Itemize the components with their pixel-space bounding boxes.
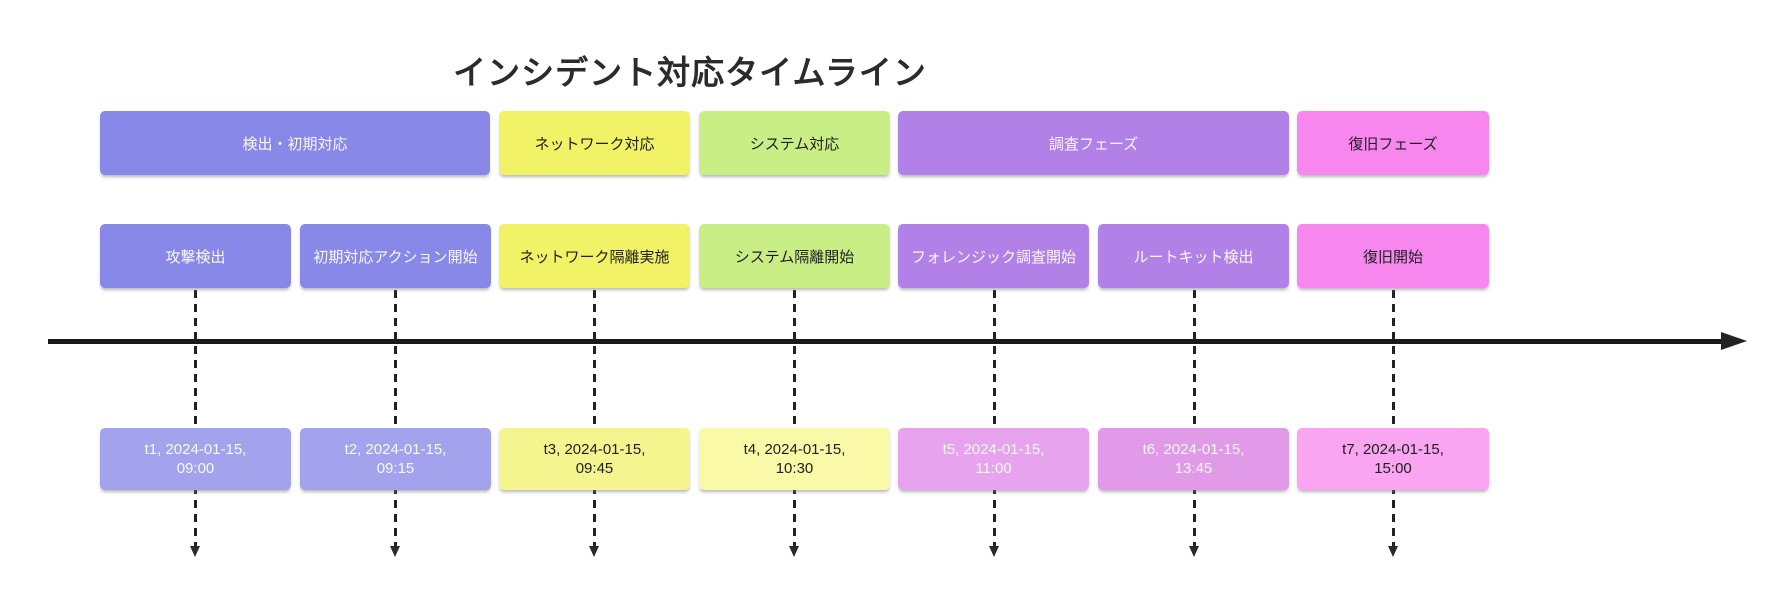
dashed-line [1392,290,1395,546]
event-box-recovery-started: 復旧開始 [1297,224,1489,288]
time-box-t6: t6, 2024-01-15, 13:45 [1098,428,1289,490]
event-box-attack-detected: 攻撃検出 [100,224,291,288]
time-box-t2: t2, 2024-01-15, 09:15 [300,428,491,490]
event-box-rootkit-detected: ルートキット検出 [1098,224,1289,288]
section-box-detection-initial-response: 検出・初期対応 [100,111,490,175]
arrow-down-icon [389,546,400,557]
time-label: t4, 2024-01-15, 10:30 [743,441,846,477]
arrow-down-icon [988,546,999,557]
dashed-line [793,290,796,546]
dashed-line [194,290,197,546]
dashed-connector-t3 [588,290,600,558]
event-box-initial-response-started: 初期対応アクション開始 [300,224,491,288]
dashed-line [1193,290,1196,546]
time-label: t7, 2024-01-15, 15:00 [1342,441,1444,477]
time-box-t7: t7, 2024-01-15, 15:00 [1297,428,1489,490]
section-box-system-response: システム対応 [699,111,890,175]
section-box-recovery-phase: 復旧フェーズ [1297,111,1489,175]
section-box-investigation-phase: 調査フェーズ [898,111,1289,175]
time-label: t2, 2024-01-15, 09:15 [344,441,447,477]
dashed-connector-t7 [1387,290,1399,558]
event-box-network-isolation: ネットワーク隔離実施 [499,224,690,288]
dashed-line [593,290,596,546]
arrow-right-icon [1721,332,1747,350]
section-box-network-response: ネットワーク対応 [499,111,690,175]
dashed-connector-t1 [189,290,201,558]
time-label: t1, 2024-01-15, 09:00 [144,441,247,477]
time-box-t4: t4, 2024-01-15, 10:30 [699,428,890,490]
dashed-line [993,290,996,546]
diagram-title: インシデント対応タイムライン [453,54,927,91]
dashed-line [394,290,397,546]
time-box-t1: t1, 2024-01-15, 09:00 [100,428,291,490]
time-box-t5: t5, 2024-01-15, 11:00 [898,428,1089,490]
dashed-connector-t4 [788,290,800,558]
time-box-t3: t3, 2024-01-15, 09:45 [499,428,690,490]
time-label: t5, 2024-01-15, 11:00 [942,441,1045,477]
time-label: t6, 2024-01-15, 13:45 [1142,441,1245,477]
timeline-axis [48,339,1726,344]
arrow-down-icon [788,546,799,557]
arrow-down-icon [189,546,200,557]
event-box-forensic-investigation: フォレンジック調査開始 [898,224,1089,288]
event-box-system-isolation: システム隔離開始 [699,224,890,288]
arrow-down-icon [588,546,599,557]
time-label: t3, 2024-01-15, 09:45 [543,441,646,477]
dashed-connector-t2 [389,290,401,558]
dashed-connector-t5 [988,290,1000,558]
dashed-connector-t6 [1188,290,1200,558]
arrow-down-icon [1188,546,1199,557]
arrow-down-icon [1387,546,1398,557]
